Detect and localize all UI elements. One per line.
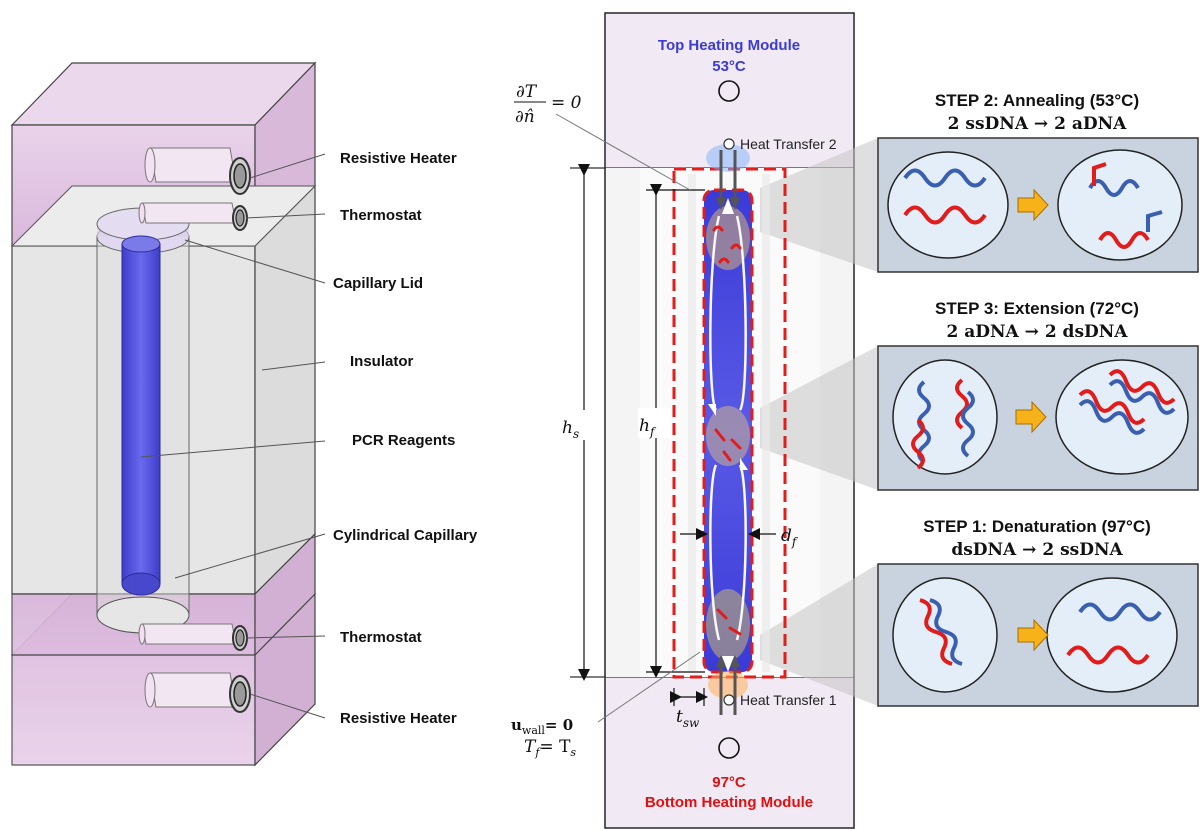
step3-before-circle — [892, 359, 998, 475]
svg-text:= 0: = 0 — [551, 93, 582, 113]
label-resistive-heater-bottom: Resistive Heater — [340, 710, 457, 727]
top-module-temp: 53°C — [712, 58, 746, 75]
thermostat-top-rod — [138, 202, 248, 231]
step3-title: STEP 3: Extension (72°C) — [935, 299, 1139, 318]
resistive-heater-top-rod — [144, 147, 251, 195]
label-thermostat-bottom: Thermostat — [340, 629, 422, 646]
label-capillary-lid: Capillary Lid — [333, 275, 423, 292]
step2-reaction: 2 ssDNA → 2 aDNA — [948, 114, 1127, 134]
dimension-tsw — [670, 688, 708, 706]
bottom-module-temp: 97°C — [712, 774, 746, 791]
pcr-reagents-column — [121, 235, 161, 596]
step1-arrow — [1017, 618, 1049, 652]
left-leader-lines — [140, 153, 326, 719]
label-hf: hf — [639, 416, 657, 439]
step2-before-circle — [887, 151, 1009, 259]
zoom-wedge-step3 — [760, 346, 878, 490]
top-thermostat-port — [718, 80, 740, 102]
step1-title: STEP 1: Denaturation (97°C) — [923, 517, 1151, 536]
svg-text:∂n̂: ∂n̂ — [515, 107, 535, 127]
svg-text:Tf= Ts: Tf= Ts — [524, 737, 576, 759]
top-module-title: Top Heating Module — [658, 37, 800, 54]
capillary-column — [672, 144, 787, 715]
bc-top: ∂T ∂n̂ = 0 — [514, 82, 691, 191]
label-insulator: Insulator — [350, 353, 414, 370]
bottom-heater-side — [254, 532, 316, 767]
svg-text:∂T: ∂T — [516, 82, 538, 102]
bottom-module-title: Bottom Heating Module — [645, 794, 813, 811]
step3-arrow — [1015, 400, 1047, 434]
step2-arrow — [1017, 188, 1049, 222]
step2-panel — [877, 137, 1199, 273]
insulator-side — [254, 184, 316, 596]
step3-after-circle — [1055, 359, 1189, 475]
bc-wall: uwall= 0 Tf= Ts — [511, 651, 701, 759]
label-cylindrical-capillary: Cylindrical Capillary — [333, 527, 478, 544]
bottom-thermostat-port — [718, 737, 740, 759]
step2-title: STEP 2: Annealing (53°C) — [935, 91, 1139, 110]
step1-panel — [877, 563, 1199, 707]
heat-transfer-1-label: Heat Transfer 1 — [740, 692, 837, 708]
svg-text:uwall= 0: uwall= 0 — [511, 716, 573, 737]
label-tsw: tsw — [676, 707, 700, 730]
device-3d — [10, 61, 317, 767]
zoom-wedge-step1 — [760, 564, 878, 706]
label-pcr-reagents: PCR Reagents — [352, 432, 455, 449]
heat-transfer-2-marker — [723, 138, 735, 150]
label-thermostat-top: Thermostat — [340, 207, 422, 224]
step3-panel — [877, 345, 1199, 491]
heat-transfer-1-marker — [723, 694, 735, 706]
label-hs: hs — [562, 418, 579, 441]
heat-transfer-2-label: Heat Transfer 2 — [740, 136, 837, 152]
step2-after-circle — [1057, 149, 1183, 261]
step3-reaction: 2 aDNA → 2 dsDNA — [947, 322, 1129, 342]
label-df: df — [781, 526, 799, 549]
step1-reaction: dsDNA → 2 ssDNA — [951, 540, 1123, 560]
label-resistive-heater-top: Resistive Heater — [340, 150, 457, 167]
thermostat-bottom-rod — [138, 623, 248, 651]
step1-after-circle — [1046, 577, 1178, 693]
resistive-heater-bottom-rod — [144, 672, 251, 713]
zoom-wedge-step2 — [760, 138, 878, 272]
